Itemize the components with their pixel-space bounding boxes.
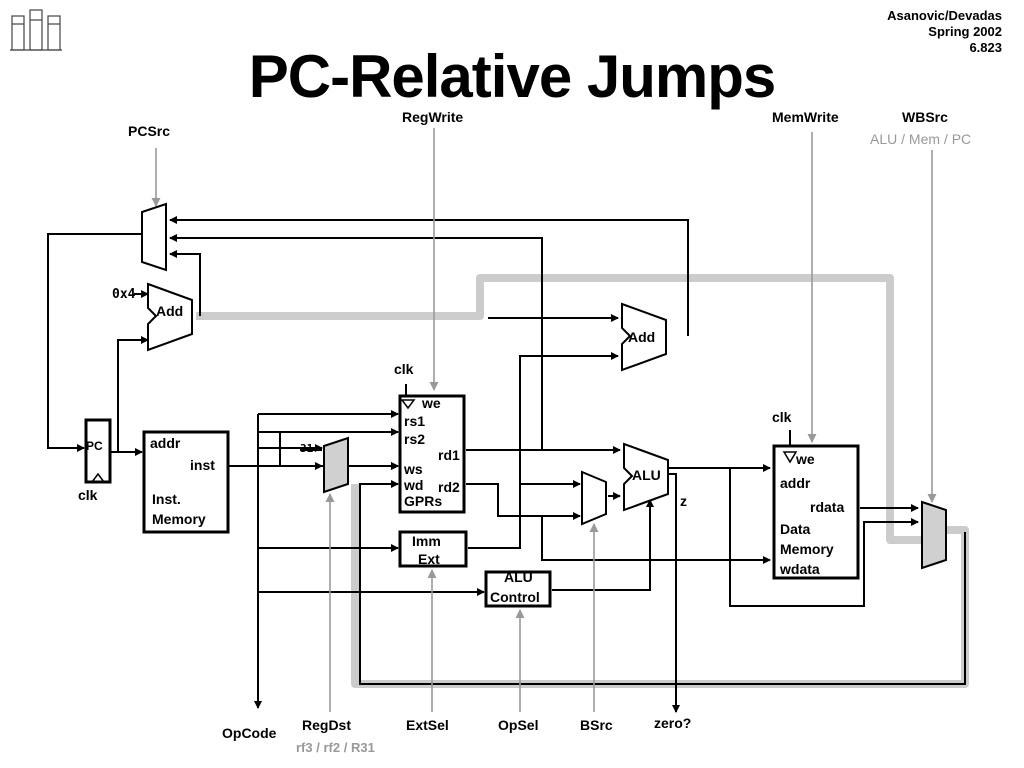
wbsrc-mux xyxy=(921,500,947,570)
label-dmem-addr: addr xyxy=(780,475,811,491)
label-gpr-ws: ws xyxy=(403,461,423,477)
header-term: Spring 2002 xyxy=(928,24,1002,39)
bsrc-mux xyxy=(581,470,607,526)
label-dmem-wdata: wdata xyxy=(779,561,820,577)
label-zero: zero? xyxy=(654,715,691,731)
label-const-4: 0x4 xyxy=(112,287,136,302)
label-const-31: 31 xyxy=(300,442,314,455)
label-imm-1: Imm xyxy=(412,533,441,549)
label-bsrc: BSrc xyxy=(580,717,613,733)
label-gpr-we: we xyxy=(421,395,441,411)
label-regwrite: RegWrite xyxy=(402,109,463,125)
label-imem-inst: inst xyxy=(190,457,215,473)
label-gpr-wd: wd xyxy=(403,477,423,493)
slide-title: PC-Relative Jumps xyxy=(248,43,777,110)
label-regdst: RegDst xyxy=(302,717,351,733)
alu-control-block xyxy=(484,570,552,608)
regdst-mux xyxy=(323,436,349,494)
label-imem-name1: Inst. xyxy=(152,491,181,507)
header-author: Asanovic/Devadas xyxy=(887,8,1002,23)
instruction-memory xyxy=(142,430,230,534)
gpr-register-file xyxy=(398,394,466,514)
label-imem-addr: addr xyxy=(150,435,181,451)
label-dmem-rdata: rdata xyxy=(810,499,844,515)
pc-mux xyxy=(141,202,167,272)
dmem-clk-marker xyxy=(782,451,798,464)
label-extsel: ExtSel xyxy=(406,717,449,733)
header-course: 6.823 xyxy=(969,40,1002,55)
label-wbsrc: WBSrc xyxy=(902,109,948,125)
label-aluctl-1: ALU xyxy=(504,569,533,585)
label-dmem-name2: Memory xyxy=(780,541,834,557)
label-pc: PC xyxy=(86,439,103,453)
imm-ext-block xyxy=(398,530,468,568)
label-regdst-options: rf3 / rf2 / R31 xyxy=(296,740,375,755)
label-dmem-name1: Data xyxy=(780,521,811,537)
label-gpr-rs1: rs1 xyxy=(404,413,425,429)
label-aluctl-2: Control xyxy=(490,589,540,605)
label-opsel: OpSel xyxy=(498,717,538,733)
mit-logo-icon xyxy=(10,9,62,51)
datapath-wires xyxy=(47,216,966,713)
slide-header: Asanovic/Devadas Spring 2002 6.823 xyxy=(887,8,1002,56)
label-pc-clk: clk xyxy=(78,487,98,503)
pc-clk-marker xyxy=(90,472,106,483)
control-signals xyxy=(151,128,937,712)
label-gpr-rd1: rd1 xyxy=(438,447,460,463)
label-alu-z: z xyxy=(680,493,687,509)
label-dmem-we: we xyxy=(795,451,815,467)
pc-register xyxy=(84,418,112,484)
label-wbsrc-options: ALU / Mem / PC xyxy=(870,131,971,147)
gpr-clk-marker xyxy=(400,399,416,410)
label-memwrite: MemWrite xyxy=(772,109,839,125)
pc-adder xyxy=(147,282,193,352)
label-gpr-name: GPRs xyxy=(404,493,442,509)
label-gpr-rd2: rd2 xyxy=(438,479,460,495)
label-opcode: OpCode xyxy=(222,725,277,741)
label-pcsrc: PCSrc xyxy=(128,123,170,139)
data-memory xyxy=(772,444,860,580)
label-add-pc: Add xyxy=(156,303,183,319)
label-dmem-clk: clk xyxy=(772,409,792,425)
label-gpr-rs2: rs2 xyxy=(404,431,425,447)
label-imm-2: Ext xyxy=(418,551,440,567)
label-add-branch: Add xyxy=(628,329,655,345)
label-alu: ALU xyxy=(632,467,661,483)
label-gpr-clk: clk xyxy=(394,361,414,377)
branch-adder xyxy=(621,302,667,372)
label-imem-name2: Memory xyxy=(152,511,206,527)
alu xyxy=(623,442,669,512)
